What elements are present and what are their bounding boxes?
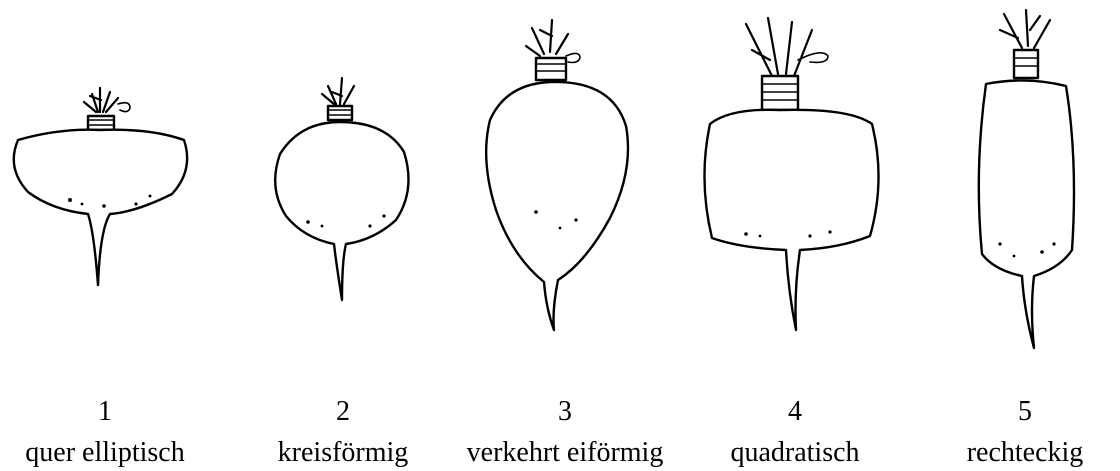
shape-panel-1: 1 quer elliptisch xyxy=(0,0,210,471)
root-drawing-transverse-elliptic xyxy=(0,0,210,390)
shape-number-5: 5 xyxy=(930,396,1120,428)
root-drawing-circular xyxy=(238,0,448,390)
root-drawing-obovate xyxy=(440,0,690,390)
shape-panel-5: 5 rechteckig xyxy=(930,0,1120,471)
shape-label-3: verkehrt eiförmig xyxy=(440,437,690,469)
root-drawing-square xyxy=(690,0,900,390)
shape-panel-2: 2 kreisförmig xyxy=(238,0,448,471)
shape-number-1: 1 xyxy=(0,396,210,428)
shape-label-4: quadratisch xyxy=(690,437,900,469)
shape-label-2: kreisförmig xyxy=(238,437,448,469)
shape-label-5: rechteckig xyxy=(930,437,1120,469)
shape-number-2: 2 xyxy=(238,396,448,428)
shape-number-4: 4 xyxy=(690,396,900,428)
shape-panel-4: 4 quadratisch xyxy=(690,0,900,471)
shape-panel-3: 3 verkehrt eiförmig xyxy=(440,0,690,471)
root-drawing-rectangular xyxy=(930,0,1120,390)
shape-label-1: quer elliptisch xyxy=(0,437,210,469)
shape-number-3: 3 xyxy=(440,396,690,428)
